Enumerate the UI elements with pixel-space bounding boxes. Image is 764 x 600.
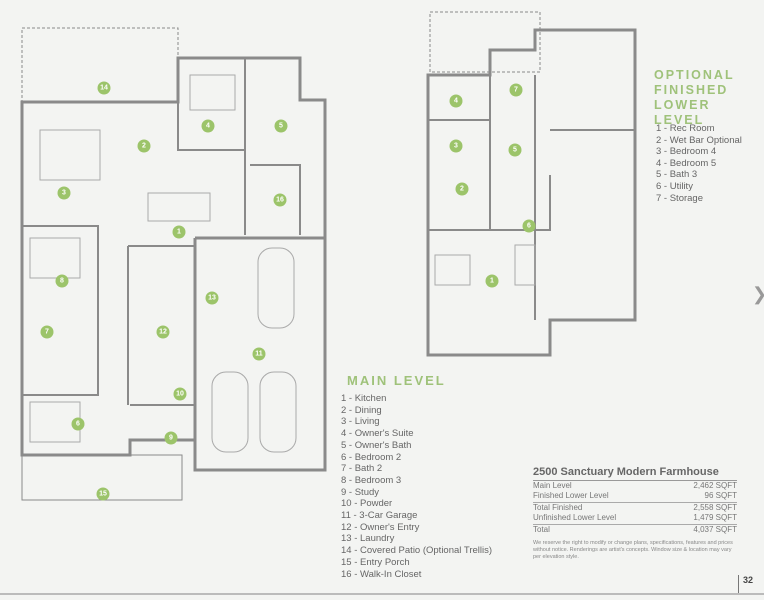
room-item: 6 - Bedroom 2	[341, 451, 402, 463]
title-line: LOWER LEVEL	[654, 98, 711, 127]
room-marker: 9	[164, 431, 178, 445]
table-row: Main Level 2,462 SQFT	[533, 481, 737, 491]
bed	[29, 237, 81, 279]
room-marker: 2	[455, 182, 469, 196]
room-marker: 4	[449, 94, 463, 108]
divider	[533, 524, 737, 525]
title-line: FINISHED	[654, 83, 729, 97]
lower-interior-walls	[428, 75, 635, 320]
room-marker: 3	[449, 139, 463, 153]
room-marker: 6	[522, 219, 536, 233]
room-marker: 11	[252, 347, 266, 361]
room-marker: 7	[40, 325, 54, 339]
room-item: 5 - Owner's Bath	[341, 439, 412, 451]
car-icon	[257, 247, 295, 329]
room-marker: 15	[96, 487, 110, 501]
chevron-right-icon[interactable]: ❯	[752, 284, 764, 305]
row-label: Unfinished Lower Level	[533, 513, 617, 522]
room-marker: 7	[509, 83, 523, 97]
room-item: 8 - Bedroom 3	[341, 474, 402, 486]
room-marker: 1	[172, 225, 186, 239]
row-label: Total	[533, 525, 550, 534]
room-item: 13 - Laundry	[341, 533, 395, 545]
row-label: Main Level	[533, 481, 572, 490]
car-icon	[259, 371, 297, 453]
sofa	[434, 254, 471, 286]
room-item: 4 - Bedroom 5	[656, 157, 717, 169]
table-row: Unfinished Lower Level 1,479 SQFT	[533, 513, 737, 523]
deck-outline	[429, 11, 541, 73]
lower-level-title: OPTIONAL FINISHED LOWER LEVEL	[654, 68, 764, 128]
pool-table	[514, 244, 536, 286]
room-marker: 1	[485, 274, 499, 288]
bed	[189, 74, 236, 111]
room-marker: 8	[55, 274, 69, 288]
room-marker: 3	[57, 186, 71, 200]
row-label: Total Finished	[533, 503, 583, 512]
room-item: 2 - Wet Bar Optional	[656, 134, 742, 146]
room-marker: 6	[71, 417, 85, 431]
room-marker: 5	[274, 119, 288, 133]
bottom-rule	[0, 593, 764, 595]
interior-walls	[22, 58, 301, 406]
sofa	[39, 129, 101, 181]
table-row: Total 4,037 SQFT	[533, 525, 737, 535]
room-item: 3 - Living	[341, 416, 380, 428]
disclaimer: We reserve the right to modify or change…	[533, 540, 733, 560]
room-item: 16 - Walk-In Closet	[341, 568, 422, 580]
room-item: 14 - Covered Patio (Optional Trellis)	[341, 545, 493, 557]
room-item: 9 - Study	[341, 486, 380, 498]
row-value: 4,037 SQFT	[693, 525, 737, 534]
room-item: 7 - Bath 2	[341, 463, 383, 475]
room-item: 4 - Owner's Suite	[341, 428, 414, 440]
page-number: 32	[738, 575, 753, 593]
row-value: 1,479 SQFT	[693, 513, 737, 522]
lower-level-room-list: 1 - Rec Room 2 - Wet Bar Optional 3 - Be…	[656, 123, 742, 204]
square-footage-table: 2500 Sanctuary Modern Farmhouse Main Lev…	[533, 466, 737, 561]
table-row: Finished Lower Level 96 SQFT	[533, 491, 737, 501]
room-item: 10 - Powder	[341, 498, 393, 510]
room-item: 11 - 3-Car Garage	[341, 510, 418, 522]
row-value: 96 SQFT	[704, 491, 737, 500]
room-item: 3 - Bedroom 4	[656, 146, 717, 158]
row-value: 2,462 SQFT	[693, 481, 737, 490]
room-item: 15 - Entry Porch	[341, 556, 410, 568]
room-item: 12 - Owner's Entry	[341, 521, 420, 533]
table-row: Total Finished 2,558 SQFT	[533, 503, 737, 513]
garage-walls	[193, 236, 325, 440]
room-item: 1 - Rec Room	[656, 123, 715, 134]
room-item: 1 - Kitchen	[341, 393, 387, 404]
main-level-room-list: 1 - Kitchen 2 - Dining 3 - Living 4 - Ow…	[341, 393, 492, 580]
room-marker: 2	[137, 139, 151, 153]
room-marker: 13	[205, 291, 219, 305]
room-marker: 14	[97, 81, 111, 95]
room-marker: 16	[273, 193, 287, 207]
plan-name: 2500 Sanctuary Modern Farmhouse	[533, 466, 737, 481]
room-marker: 5	[508, 143, 522, 157]
main-level-title: MAIN LEVEL	[347, 373, 446, 388]
room-marker: 4	[201, 119, 215, 133]
divider	[533, 502, 737, 503]
room-item: 5 - Bath 3	[656, 169, 698, 181]
room-item: 6 - Utility	[656, 180, 693, 192]
kitchen-island	[147, 192, 211, 222]
room-item: 7 - Storage	[656, 192, 703, 204]
title-line: OPTIONAL	[654, 68, 735, 82]
room-marker: 10	[173, 387, 187, 401]
lower-level-outline	[426, 28, 637, 357]
row-value: 2,558 SQFT	[693, 503, 737, 512]
room-item: 2 - Dining	[341, 404, 382, 416]
row-label: Finished Lower Level	[533, 491, 609, 500]
room-marker: 12	[156, 325, 170, 339]
car-icon	[211, 371, 249, 453]
